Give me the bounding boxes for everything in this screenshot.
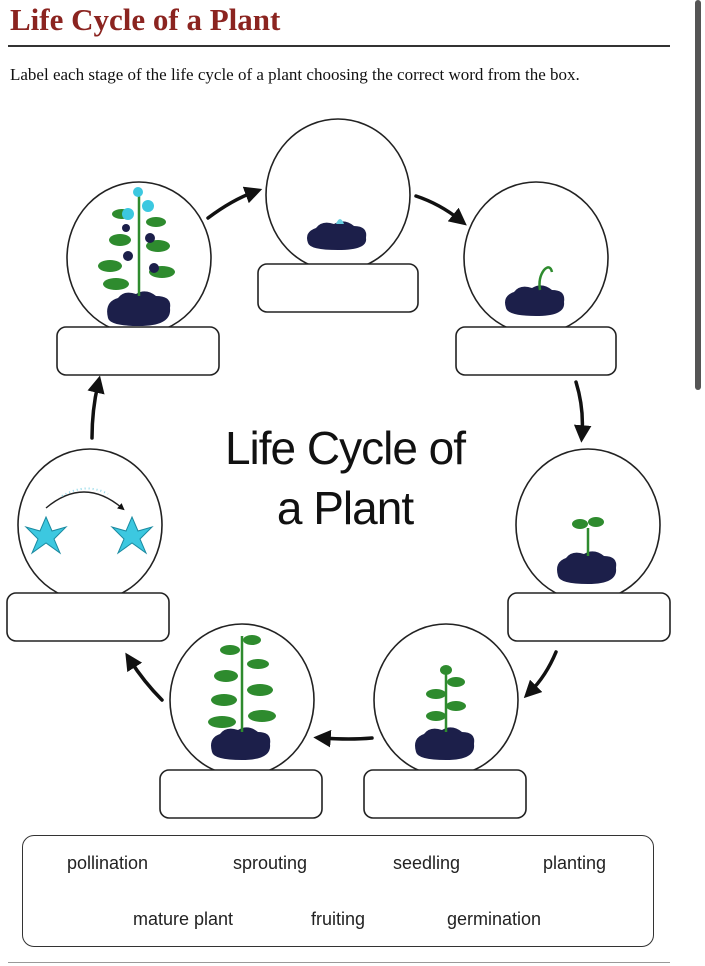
fruit-icon [123, 251, 133, 261]
instructions-text: Label each stage of the life cycle of a … [10, 65, 580, 84]
stage-sprouting [507, 448, 671, 642]
pollen-dots [61, 487, 109, 497]
leaf-icon [247, 684, 273, 696]
leaf-icon [146, 217, 166, 227]
soil-mound [307, 221, 367, 250]
arrow-icon [313, 729, 374, 748]
stage-label-box[interactable] [507, 592, 671, 642]
word-pollination[interactable]: pollination [67, 853, 149, 873]
stage-label-box[interactable] [455, 326, 617, 376]
leaf-icon [440, 665, 452, 675]
flower-icon [142, 200, 154, 212]
bottom-divider [8, 962, 670, 963]
leaf-icon [214, 670, 238, 682]
arrow-icon [87, 375, 105, 440]
soil-mound [557, 551, 617, 584]
stage-mature-plant [159, 623, 323, 819]
word-bank: pollination sprouting seedling planting … [22, 835, 654, 947]
word-planting[interactable]: planting [543, 853, 607, 873]
page-title: Life Cycle of a Plant [10, 2, 281, 37]
pollen-arc [45, 491, 125, 511]
leaf-icon [572, 519, 588, 529]
soil-mound [211, 727, 271, 760]
word-fruiting[interactable]: fruiting [311, 909, 366, 929]
sprout-icon [538, 266, 554, 291]
word-germination[interactable]: germination [447, 909, 542, 929]
stage-globe [17, 448, 163, 602]
title-divider [8, 45, 670, 47]
leaf-icon [220, 645, 240, 655]
arrow-icon [573, 380, 592, 443]
diagram-center-title: Life Cycle of a Plant [200, 418, 490, 538]
leaf-icon [248, 710, 276, 722]
arrow-icon [206, 186, 263, 220]
scrollbar[interactable] [695, 0, 701, 390]
fruit-icon [122, 224, 130, 232]
seed-icon [336, 219, 344, 224]
fruit-icon [145, 233, 155, 243]
stage-label-box[interactable] [56, 326, 220, 376]
flower-icon [122, 208, 134, 220]
flower-icon [110, 515, 154, 555]
soil-mound [107, 291, 171, 326]
stage-label-box[interactable] [363, 769, 527, 819]
stage-seedling [363, 623, 527, 819]
leaf-icon [447, 677, 465, 687]
soil-mound [505, 285, 565, 316]
stage-pollination [6, 448, 170, 642]
leaf-icon [426, 689, 446, 699]
leaf-icon [243, 635, 261, 645]
stage-label-box[interactable] [159, 769, 323, 819]
stage-planting [257, 118, 419, 313]
soil-mound [415, 727, 475, 760]
leaf-icon [109, 234, 131, 246]
leaf-icon [588, 517, 604, 527]
flower-icon [24, 515, 68, 555]
flower-icon [133, 187, 143, 197]
stage-label-box[interactable] [6, 592, 170, 642]
stage-label-box[interactable] [257, 263, 419, 313]
leaf-icon [426, 711, 446, 721]
word-sprouting[interactable]: sprouting [233, 853, 308, 873]
leaf-icon [98, 260, 122, 272]
stage-germination [455, 181, 617, 376]
leaf-icon [208, 716, 236, 728]
leaf-icon [446, 701, 466, 711]
word-seedling[interactable]: seedling [393, 853, 461, 873]
center-title-line-1: Life Cycle of [224, 422, 466, 474]
fruit-icon [149, 263, 159, 273]
cycle-arrows [87, 186, 592, 748]
leaf-icon [247, 659, 269, 669]
arrow-icon [414, 194, 467, 226]
arrow-icon [523, 650, 558, 699]
leaf-icon [146, 240, 170, 252]
stage-fruiting [56, 181, 220, 376]
word-mature-plant[interactable]: mature plant [133, 909, 234, 929]
center-title-line-2: a Plant [276, 482, 414, 534]
arrow-icon [125, 652, 164, 702]
leaf-icon [211, 694, 237, 706]
leaf-icon [103, 278, 129, 290]
life-cycle-diagram [6, 118, 671, 819]
